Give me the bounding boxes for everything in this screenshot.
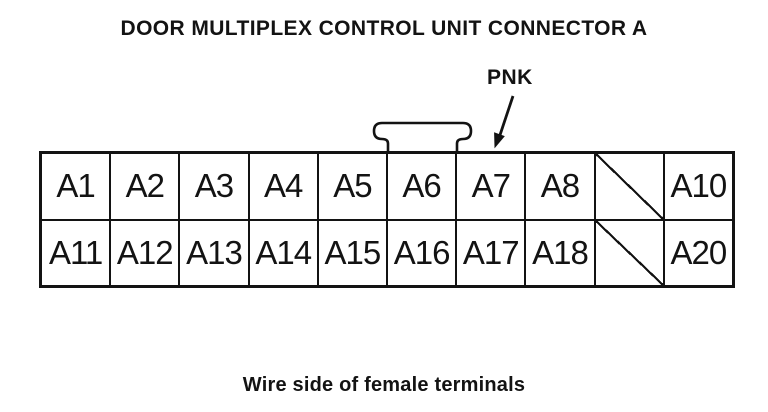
connector-key-tab-icon [372, 121, 473, 152]
terminal-cell-a10: A10 [664, 154, 732, 219]
terminal-cell-a20: A20 [664, 220, 732, 285]
terminal-cell-a14: A14 [249, 220, 317, 285]
terminal-cell-a18: A18 [526, 220, 594, 285]
terminal-cell-a12: A12 [111, 220, 179, 285]
terminal-cell-a4: A4 [249, 154, 317, 219]
pnk-wire-label: PNK [487, 66, 533, 89]
terminal-cell-a2: A2 [111, 154, 179, 219]
terminal-cell-a7: A7 [457, 154, 525, 219]
terminal-cell-a8: A8 [526, 154, 594, 219]
terminal-cell-a6: A6 [387, 154, 456, 219]
terminal-cell-a11: A11 [42, 220, 110, 285]
page-title: DOOR MULTIPLEX CONTROL UNIT CONNECTOR A [120, 17, 648, 40]
terminal-cell-blank [595, 220, 663, 285]
pnk-arrow-head-icon [494, 132, 505, 149]
terminal-cell-a15: A15 [318, 220, 386, 285]
pnk-arrow-shaft [498, 95, 515, 136]
terminal-cell-blank [595, 154, 663, 219]
terminal-cell-a1: A1 [42, 154, 110, 219]
terminal-cell-a13: A13 [180, 220, 248, 285]
diagram-caption: Wire side of female terminals [242, 374, 526, 396]
terminal-cell-a3: A3 [180, 154, 248, 219]
terminal-cell-a16: A16 [387, 220, 456, 285]
terminal-cell-a5: A5 [318, 154, 386, 219]
terminal-cell-a17: A17 [457, 220, 525, 285]
